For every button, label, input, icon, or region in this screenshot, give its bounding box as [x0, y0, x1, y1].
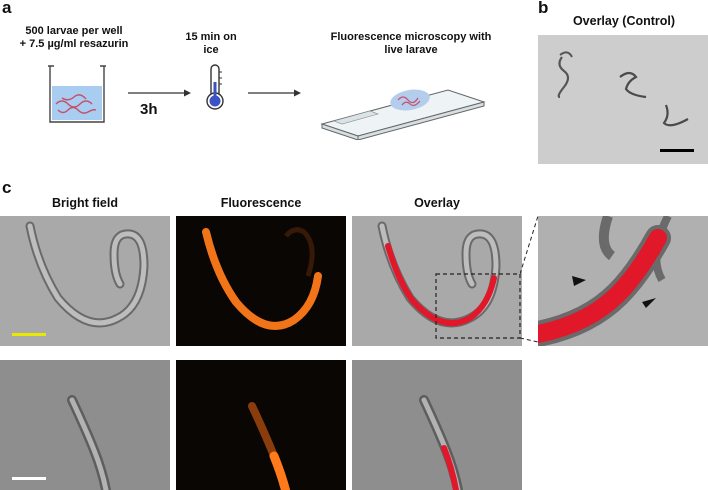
zoom-region-box — [435, 273, 521, 339]
step2-line1: 15 min on — [185, 31, 237, 43]
arrow-right-icon — [128, 89, 191, 97]
scale-bar — [12, 477, 46, 480]
step1-label: 500 larvae per well + 7.5 µg/ml resazuri… — [10, 25, 138, 51]
duration-label: 3h — [140, 101, 158, 118]
step3-line2: live larave — [384, 44, 438, 56]
fluorescence-image-top — [176, 216, 346, 346]
control-overlay-image — [538, 35, 708, 164]
step2-label: 15 min on ice — [176, 31, 246, 57]
step1-line1: 500 larvae per well — [25, 25, 123, 37]
step3-line1: Fluorescence microscopy with — [330, 31, 492, 43]
column-title-bright-field: Bright field — [52, 196, 118, 210]
well-illustration — [48, 65, 106, 123]
thermometer-icon — [206, 64, 224, 110]
bright-field-image-top — [0, 216, 170, 346]
arrow-right-icon — [248, 89, 301, 97]
step1-line2: + 7.5 µg/ml resazurin — [19, 38, 129, 50]
column-title-fluorescence: Fluorescence — [220, 196, 302, 210]
zoom-connector-lines — [520, 215, 539, 343]
step2-line2: ice — [203, 44, 219, 56]
step3-label: Fluorescence microscopy with live larave — [316, 31, 506, 57]
column-title-overlay: Overlay — [414, 196, 460, 210]
overlay-zoom-image — [538, 216, 708, 346]
panel-b-title: Overlay (Control) — [572, 14, 676, 28]
arrowhead-icon — [572, 276, 586, 286]
scale-bar — [660, 149, 694, 152]
panel-letter-c: c — [2, 178, 12, 197]
overlay-image-top — [352, 216, 522, 346]
panel-letter-a: a — [2, 0, 12, 17]
panel-letter-b: b — [538, 0, 549, 17]
fluorescence-image-bottom — [176, 360, 346, 490]
bright-field-image-bottom — [0, 360, 170, 490]
overlay-image-bottom — [352, 360, 522, 490]
microscope-slide-illustration — [320, 89, 486, 140]
scale-bar — [12, 333, 46, 336]
arrowhead-icon — [642, 298, 656, 308]
